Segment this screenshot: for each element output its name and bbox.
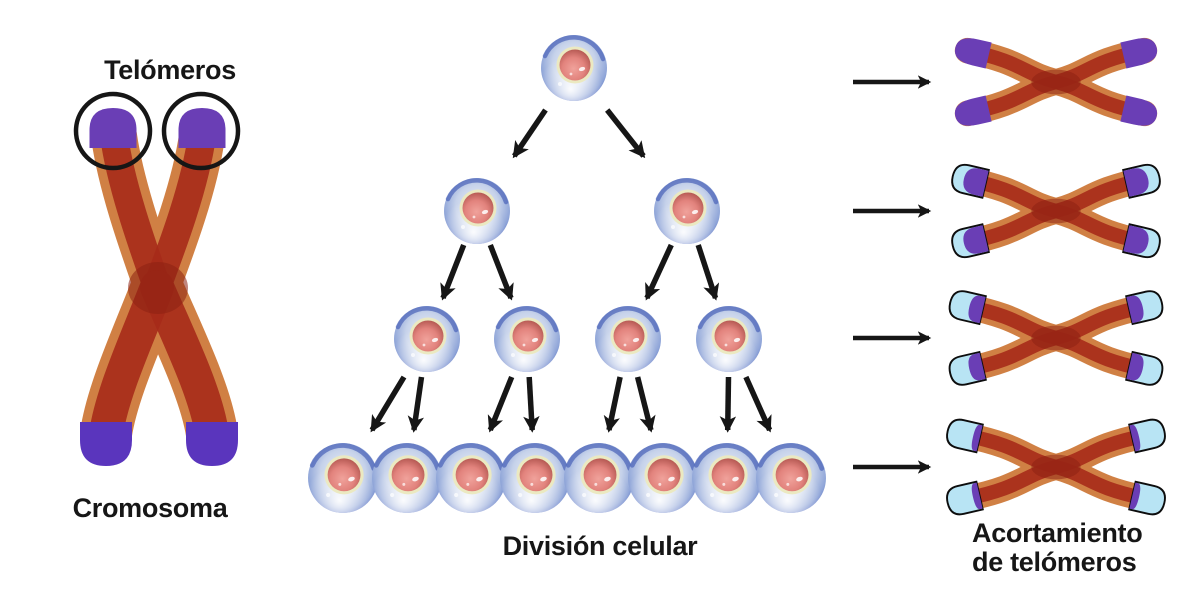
chromosome-tip — [948, 350, 987, 386]
cell — [436, 443, 506, 513]
division-arrow — [487, 243, 514, 301]
centromere-shading — [1031, 454, 1081, 480]
telomere-cap — [968, 295, 986, 324]
cell — [444, 178, 510, 244]
cell — [692, 443, 762, 513]
chromosome-illustration — [73, 91, 241, 466]
cell — [628, 443, 698, 513]
telomere-cap — [968, 352, 986, 381]
chromosome-tip — [946, 480, 984, 516]
shortened-chromosome-stage-3 — [948, 290, 1164, 386]
cell — [308, 443, 378, 513]
telomeres-label: Telómeros — [104, 55, 236, 85]
division-arrow — [644, 243, 674, 301]
chromosome-tip — [1125, 350, 1164, 386]
chromosome-tip — [1120, 95, 1158, 126]
division-arrow — [719, 376, 737, 433]
division-arrow — [369, 375, 407, 433]
chromosome-body — [80, 113, 238, 460]
division-arrow — [603, 376, 623, 433]
telomere-highlight-circle-left — [73, 91, 153, 171]
division-arrow — [523, 376, 540, 433]
telomere-cap — [963, 225, 989, 254]
telomere-cap — [1129, 482, 1141, 510]
telomere-cap — [1129, 424, 1141, 452]
cell — [696, 306, 762, 372]
telomere-cap — [954, 38, 992, 69]
division-arrow — [634, 376, 656, 433]
chromosome-tip — [1120, 38, 1158, 69]
centromere-shading — [1031, 325, 1081, 351]
chromosome-tip — [951, 223, 990, 259]
shortened-chromosome-stage-1 — [954, 37, 1158, 127]
telomere-shortening-stages — [853, 37, 1166, 516]
telomere-highlight-circle-right — [161, 91, 241, 171]
cell — [494, 306, 560, 372]
division-arrow — [440, 243, 467, 301]
division-arrow — [407, 376, 425, 433]
telomere-cap — [954, 95, 992, 126]
cell — [564, 443, 634, 513]
chromosome-tip — [946, 418, 984, 454]
chromosome-tip — [1128, 418, 1166, 454]
division-tree — [308, 35, 826, 513]
telomere-shortening-label-line1: Acortamiento — [972, 518, 1142, 548]
cell — [595, 306, 661, 372]
shortened-chromosome-stage-4 — [946, 418, 1166, 516]
shortened-chromosome-stage-2 — [951, 163, 1161, 259]
cell — [756, 443, 826, 513]
division-arrow — [512, 108, 548, 159]
chromosome-tip — [1122, 163, 1161, 199]
telomere-shortening-label-line2: de telómeros — [972, 547, 1136, 577]
chromosome-tip — [1122, 223, 1161, 259]
chromosome-tip — [948, 290, 987, 326]
cell — [654, 178, 720, 244]
telomere-caps — [80, 108, 238, 466]
centromere-shading — [1031, 69, 1081, 95]
chromosome-tip — [951, 163, 990, 199]
chromosome-tip — [1125, 290, 1164, 326]
cell — [500, 443, 570, 513]
centromere-shading — [1031, 198, 1081, 224]
telomere-cap — [1126, 352, 1144, 381]
telomere-cap — [1120, 95, 1158, 126]
cell — [394, 306, 460, 372]
telomere-cap — [971, 424, 983, 452]
division-arrow — [487, 375, 515, 433]
cell — [372, 443, 442, 513]
telomere-cap — [971, 482, 983, 510]
cell — [541, 35, 607, 101]
division-arrow — [743, 375, 773, 433]
telomere-cap — [1126, 295, 1144, 324]
chromosome-tip — [954, 38, 992, 69]
telomere-cap — [1123, 168, 1149, 197]
telomere-cap — [1123, 225, 1149, 254]
left-panel: Telómeros — [73, 55, 241, 523]
division-arrow — [605, 108, 646, 159]
chromosome-tip — [954, 95, 992, 126]
chromosome-tip — [1128, 480, 1166, 516]
telomere-cap — [963, 168, 989, 197]
telomere-cap — [1120, 38, 1158, 69]
cell-division-label: División celular — [503, 531, 699, 561]
division-arrow — [695, 244, 720, 301]
chromosome-label: Cromosoma — [73, 493, 229, 523]
